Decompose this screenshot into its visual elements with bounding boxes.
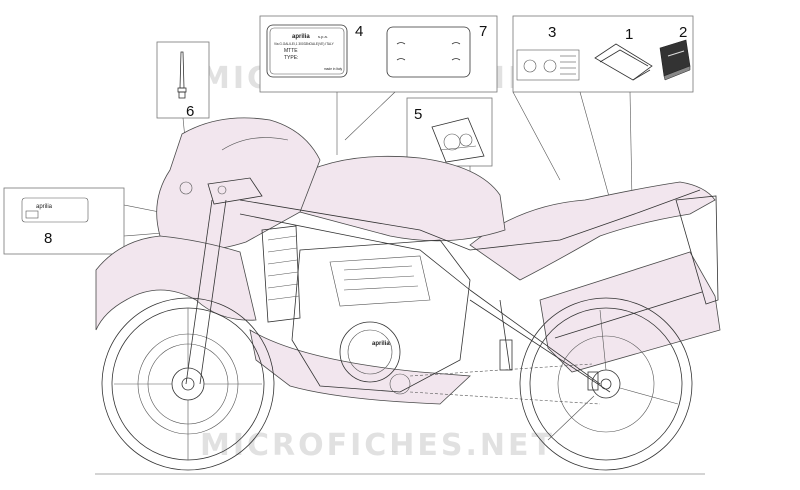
part-6-box[interactable]: 6: [156, 41, 210, 120]
callout-8: 8: [44, 230, 52, 247]
part-5-box[interactable]: 5: [406, 97, 493, 167]
part-8-box[interactable]: aprilia 8: [3, 187, 125, 255]
decal-8-brand: aprilia: [36, 204, 53, 210]
warning-decal-icon: [431, 117, 485, 163]
plate-mtte: MTTE: [284, 48, 298, 54]
callout-5: 5: [414, 106, 422, 123]
plate-brand: aprilia: [292, 34, 310, 40]
callout-4: 4: [355, 23, 363, 40]
callout-6: 6: [186, 103, 194, 120]
part-1-2-3-box[interactable]: 3 1 2: [512, 15, 694, 93]
callout-2: 2: [679, 24, 687, 41]
licence-plate-holder: [386, 26, 471, 78]
tail-fairing: [469, 181, 716, 281]
engine-brand: aprilia: [372, 341, 390, 347]
tool-kit-pouch-icon: [594, 43, 653, 81]
tyre-pressure-label: [516, 49, 580, 81]
front-fairing: [156, 117, 321, 251]
owners-manual-icon: [659, 39, 691, 81]
part-4-7-box[interactable]: aprilia s.p.a. Via G.GALILEI,1 30033NOAL…: [259, 15, 498, 93]
plate-type: TYPE:: [284, 55, 298, 61]
radiator: [261, 225, 301, 323]
plate-spa: s.p.a.: [318, 34, 328, 39]
motorcycle-drawing: aprilia: [95, 117, 721, 475]
fuel-tank: [289, 155, 506, 242]
watermark-bottom: MICROFICHES.NET: [200, 428, 555, 463]
plate-address: Via G.GALILEI,1 30033NOALE(VE) ITALY: [274, 42, 335, 46]
callout-1: 1: [625, 26, 633, 43]
drive-chain: [409, 391, 601, 405]
identification-plate: aprilia s.p.a. Via G.GALILEI,1 30033NOAL…: [266, 24, 348, 78]
belly-pan: [249, 329, 471, 405]
plate-made: made in Italy: [324, 67, 342, 71]
lower-fairing: [95, 235, 257, 331]
front-wheel: [101, 297, 275, 471]
side-decal-icon: aprilia: [21, 197, 89, 223]
callout-3: 3: [548, 24, 556, 41]
bolt-icon: [177, 51, 187, 99]
frame: [239, 189, 701, 251]
callout-7: 7: [479, 23, 487, 40]
engine: aprilia: [291, 239, 471, 395]
